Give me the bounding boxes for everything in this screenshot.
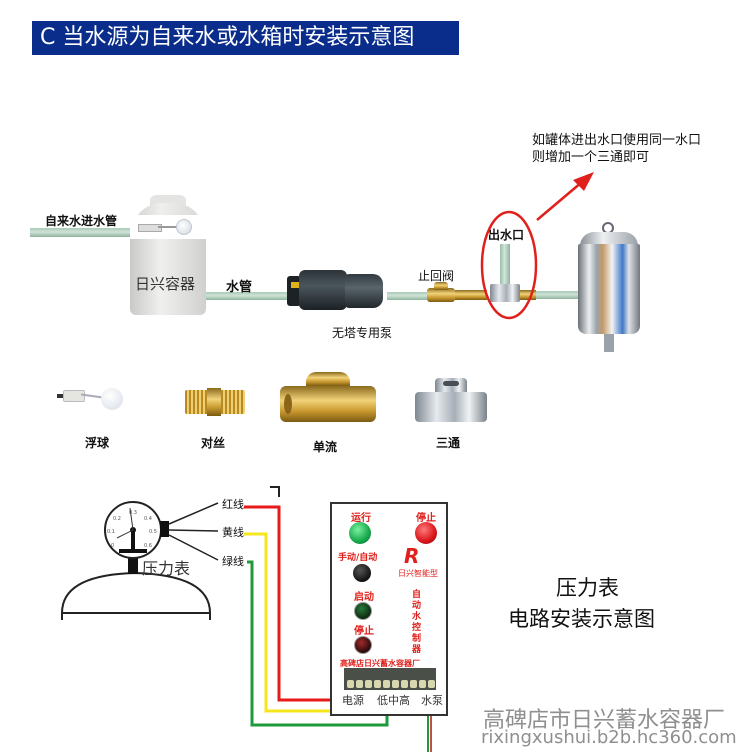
water-pipe-label: 水管 [226, 280, 253, 295]
tank-inlet-pipe [536, 291, 584, 299]
gauge-tick: 0.1 [107, 529, 115, 535]
terminal-high: 高 [399, 694, 410, 707]
stop-button[interactable] [354, 636, 372, 654]
tee-fitting [490, 284, 520, 302]
terminal-labels: 电源 低中高 水泵 [342, 692, 443, 708]
controller-panel: 运行 停止 手动/自动 R 日兴智能型 启动 停止 自 动 水 控 制 器 高碑… [330, 502, 448, 716]
check-valve-icon [280, 372, 376, 430]
red-wire-lead [168, 502, 219, 525]
gauge-ticks: 0 0.1 0.2 0.3 0.4 0.5 0.6 [105, 505, 165, 561]
vertical-char: 器 [412, 645, 422, 655]
brass-nipple-2 [520, 290, 536, 300]
inlet-pipe-label: 自来水进水管 [45, 214, 118, 228]
vertical-char: 控 [412, 623, 422, 633]
diagram-title: C 当水源为自来水或水箱时安装示意图 [32, 21, 459, 55]
part-label: 对丝 [201, 436, 226, 450]
part-check-valve: 单流 [280, 372, 376, 456]
gauge-stem [128, 558, 138, 574]
wire-label-red: 红线 [222, 498, 244, 511]
wiring-caption-line-1: 压力表 [556, 576, 619, 600]
part-tee: 三通 [415, 378, 487, 454]
part-label: 三通 [436, 436, 461, 450]
water-tank: 日兴容器 [130, 195, 206, 315]
wire-label-yellow: 黄线 [222, 526, 244, 539]
start-button[interactable] [354, 602, 372, 620]
watermark-company: 高碑店市日兴蓄水容器厂 [483, 708, 726, 733]
float-valve-inset [130, 215, 206, 239]
part-label: 浮球 [85, 436, 110, 450]
outlet-riser [500, 244, 510, 286]
pressure-tank [578, 222, 640, 352]
part-float-ball: 浮球 [55, 384, 127, 450]
pressure-gauge-icon [104, 501, 169, 559]
highlight-annotation [480, 172, 594, 320]
stop-indicator-button[interactable] [415, 522, 437, 544]
float-ball-icon [55, 384, 127, 424]
gauge-tick: 0 [111, 543, 115, 549]
terminal-power: 电源 [342, 694, 364, 707]
maker-label: 高碑店日兴蓄水容器厂 [340, 658, 420, 668]
pump-label: 无塔专用泵 [332, 326, 393, 340]
check-valve [427, 288, 455, 302]
part-threaded-nipple: 对丝 [185, 388, 249, 450]
check-valve-cap [434, 282, 448, 290]
vertical-char: 自 [412, 590, 422, 600]
run-label: 运行 [351, 513, 371, 524]
note-arrow-head [573, 172, 594, 191]
water-pipe [206, 292, 296, 300]
vertical-char: 制 [412, 634, 422, 644]
nipple-hex [207, 388, 221, 416]
stop-label-top: 停止 [416, 513, 436, 524]
vertical-char: 水 [412, 612, 422, 622]
vertical-char: 动 [412, 601, 422, 611]
watermark-url: rixingxushui.b2b.hc360.com [481, 727, 737, 748]
start-label: 启动 [354, 592, 374, 603]
stop-label: 停止 [354, 626, 374, 637]
tee-fitting-icon [415, 378, 487, 424]
inlet-pipe [30, 228, 150, 237]
gauge-tick: 0.4 [144, 516, 152, 522]
part-label: 单流 [313, 440, 338, 454]
tank-label: 日兴容器 [135, 275, 196, 293]
controller-vertical-title: 自 动 水 控 制 器 [412, 590, 424, 656]
mode-label: 手动/自动 [338, 553, 378, 563]
run-indicator-button[interactable] [349, 522, 371, 544]
outlet-label: 出水口 [488, 228, 525, 242]
gauge-tick: 0.3 [129, 510, 137, 516]
gauge-tick: 0.6 [144, 543, 152, 549]
mode-switch[interactable] [353, 564, 371, 582]
check-valve-label: 止回阀 [418, 269, 455, 283]
green-wire-lead [168, 534, 219, 561]
terminal-pump: 水泵 [421, 694, 443, 707]
brass-nipple [455, 290, 487, 300]
terminal-mid: 中 [388, 694, 399, 707]
gauge-tick: 0.2 [113, 516, 121, 522]
logo-letter: R [404, 544, 420, 568]
yellow-wire-lead [168, 529, 219, 532]
outlet-highlight-ellipse [480, 210, 538, 320]
wiring-diagram [61, 486, 432, 752]
pump [287, 268, 387, 312]
note-line-2: 则增加一个三通即可 [532, 150, 650, 165]
gauge-tick: 0.5 [149, 529, 157, 535]
logo-subtitle: 日兴智能型 [398, 569, 438, 578]
note-line-1: 如罐体进出水口使用同一水口 [532, 133, 702, 148]
black-wire [270, 486, 280, 497]
terminal-low: 低 [377, 694, 388, 707]
note-arrow-line [536, 181, 583, 221]
terminal-block [344, 668, 436, 690]
wire-label-green: 绿线 [222, 555, 244, 568]
gauge-label: 压力表 [142, 559, 191, 578]
wiring-caption-line-2: 电路安装示意图 [508, 607, 655, 631]
tank-dome [61, 571, 211, 614]
pump-outlet-pipe [387, 292, 427, 300]
